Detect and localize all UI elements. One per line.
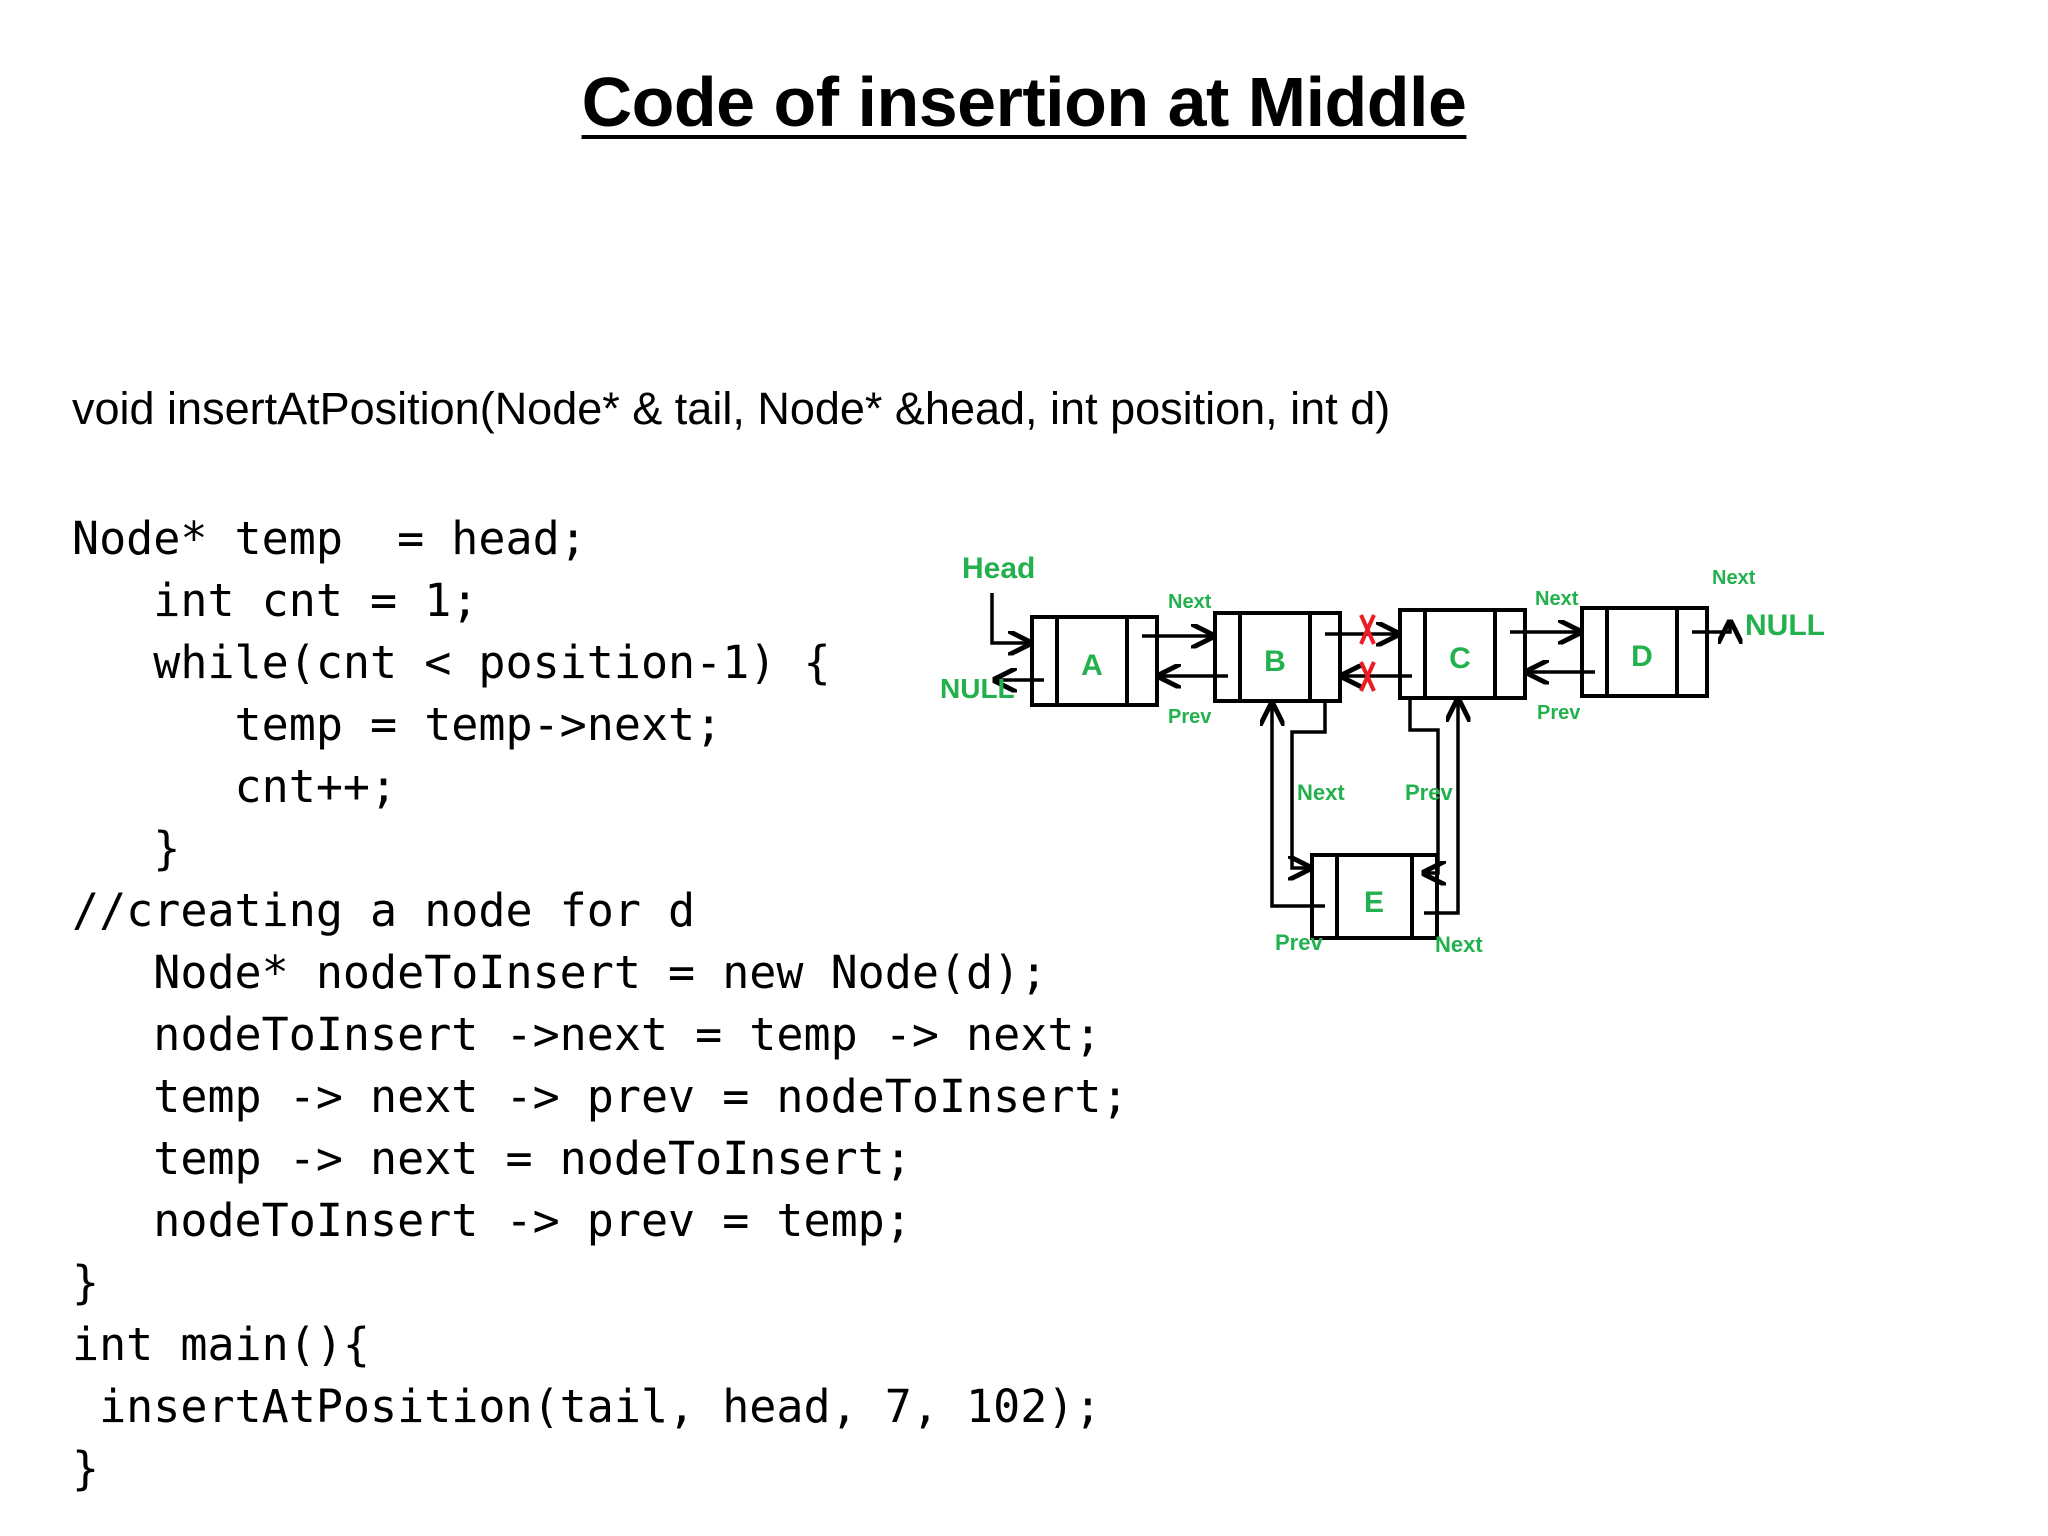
code-line: } [72,1442,100,1495]
next-label-e: Next [1435,932,1483,957]
d-next-arrow [1692,622,1730,632]
next-label-a: Next [1168,591,1212,613]
next-label-d: Next [1712,567,1756,589]
code-line: nodeToInsert -> prev = temp; [72,1194,912,1247]
node-b-label: B [1264,645,1286,678]
code-line: Node* nodeToInsert = new Node(d); [72,946,1048,999]
code-line: temp -> next -> prev = nodeToInsert; [72,1070,1129,1123]
node-b-box [1213,611,1342,703]
code-line: } [72,1256,100,1309]
node-a-box [1030,615,1159,707]
head-arrow [990,593,1030,643]
code-line: //creating a node for d [72,884,696,937]
code-block: Node* temp = head; int cnt = 1; while(cn… [72,508,1129,1500]
node-c-label: C [1449,642,1471,675]
code-line: nodeToInsert ->next = temp -> next; [72,1008,1102,1061]
code-line: cnt++; [72,760,398,813]
code-line: while(cnt < position-1) { [72,636,831,689]
code-line: int cnt = 1; [72,574,479,627]
null-right-label: NULL [1745,609,1825,642]
node-e-label: E [1364,886,1384,919]
next-label-c: Next [1535,588,1579,610]
prev-label-e: Prev [1275,930,1323,955]
code-line: int main(){ [72,1318,371,1371]
head-label: Head [962,552,1035,585]
code-line: } [72,822,181,875]
slide-title: Code of insertion at Middle [581,63,1467,141]
c-prev-new-arrow [1408,698,1438,873]
node-e-box [1310,853,1439,940]
linked-list-diagram: A B C D E Head NULL NULL Next Prev Next … [940,552,1825,957]
prev-label-b: Prev [1168,706,1212,728]
function-signature: void insertAtPosition(Node* & tail, Node… [72,383,1391,434]
cross-next-icon [1359,614,1376,645]
cross-prev-icon [1359,661,1376,692]
code-line: temp -> next = nodeToInsert; [72,1132,912,1185]
prev-label-d: Prev [1537,702,1581,724]
node-d-label: D [1631,640,1653,673]
next-label-b-new: Next [1297,780,1345,805]
e-prev-arrow [1272,704,1325,908]
node-d-box [1580,606,1709,698]
b-next-new-arrow [1292,701,1327,868]
null-left-label: NULL [940,673,1015,704]
code-line: temp = temp->next; [72,698,723,751]
node-a-label: A [1081,649,1103,682]
code-line: insertAtPosition(tail, head, 7, 102); [72,1380,1102,1433]
code-line: Node* temp = head; [72,512,587,565]
prev-label-c-new: Prev [1405,780,1453,805]
e-next-arrow [1424,700,1458,915]
